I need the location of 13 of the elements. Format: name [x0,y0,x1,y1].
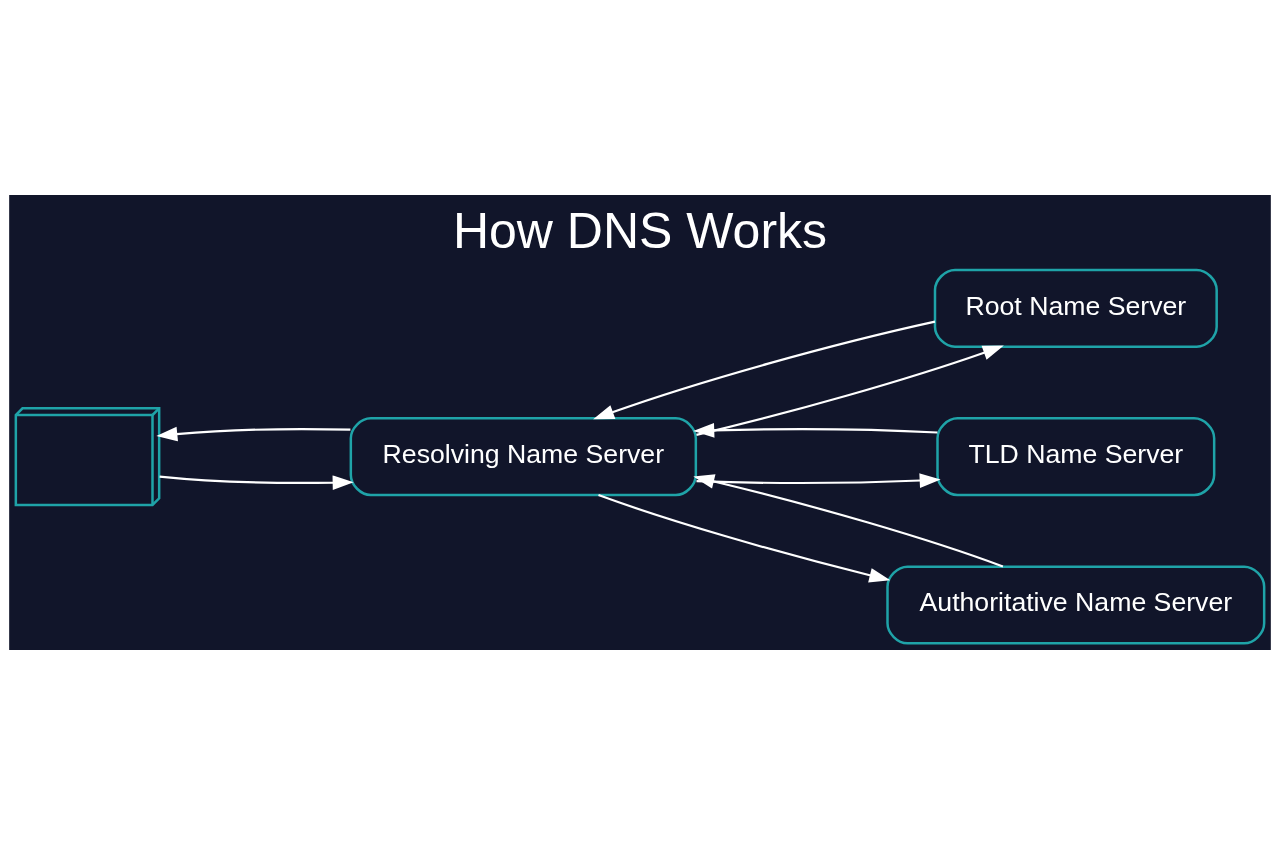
node-box: Root Name Server [933,268,1218,348]
node-box: TLD Name Server [936,417,1216,497]
arrow [598,494,891,583]
arrow [696,473,941,488]
arrow [593,320,936,420]
arrow [159,475,354,491]
arrow [696,345,1004,436]
arrow [156,426,351,442]
diagram-title: How DNS Works [452,203,828,260]
node-box: Resolving Name Server [349,417,698,497]
arrow [693,423,938,438]
arrow [693,474,1004,568]
node-box: Authoritative Name Server [886,565,1266,645]
